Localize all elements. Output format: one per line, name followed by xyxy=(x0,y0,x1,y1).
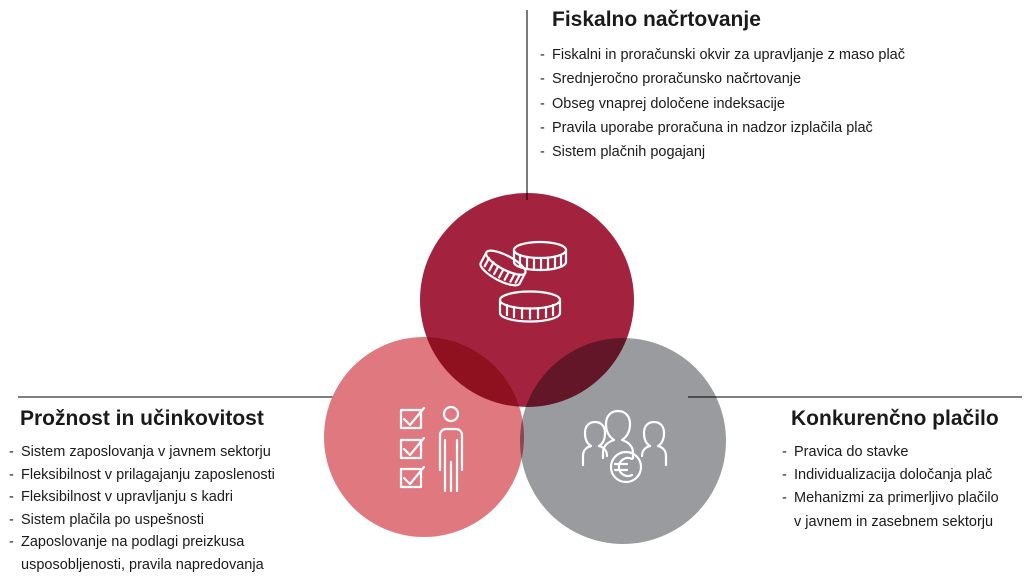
checklist-person-icon xyxy=(399,405,464,493)
list-item: Fleksibilnost v prilagajanju zaposlenost… xyxy=(9,464,275,487)
right-list: Pravica do stavke Individualizacija dolo… xyxy=(782,441,999,534)
list-item-continuation: v javnem in zasebnem sektorju xyxy=(794,513,994,530)
list-item: Pravila uporabe proračuna in nadzor izpl… xyxy=(540,116,905,141)
list-item-continuation: usposobljenosti, pravila napredovanja xyxy=(21,556,264,573)
coins-icon xyxy=(479,240,568,323)
right-title: Konkurenčno plačilo xyxy=(791,407,999,430)
top-circle xyxy=(420,193,634,407)
left-list: Sistem zaposlovanja v javnem sektorju Fl… xyxy=(9,441,275,577)
left-title: Prožnost in učinkovitost xyxy=(20,407,264,430)
list-item: Individualizacija določanja plač xyxy=(782,464,999,487)
list-item: Obseg vnaprej določene indeksacije xyxy=(540,92,905,117)
list-item: Sistem plačila po uspešnosti xyxy=(9,509,275,532)
top-list: Fiskalni in proračunski okvir za upravlj… xyxy=(540,43,905,165)
top-title: Fiskalno načrtovanje xyxy=(552,8,761,31)
list-item: Fleksibilnost v upravljanju s kadri xyxy=(9,486,275,509)
people-euro-icon xyxy=(581,409,668,484)
list-item: Srednjeročno proračunsko načrtovanje xyxy=(540,67,905,92)
list-item: Pravica do stavke xyxy=(782,441,999,464)
list-item: Sistem plačnih pogajanj xyxy=(540,140,905,165)
list-item: Zaposlovanje na podlagi preizkusa xyxy=(9,531,275,554)
list-item: Sistem zaposlovanja v javnem sektorju xyxy=(9,441,275,464)
list-item: Mehanizmi za primerljivo plačilo xyxy=(782,487,999,510)
list-item: Fiskalni in proračunski okvir za upravlj… xyxy=(540,43,905,68)
